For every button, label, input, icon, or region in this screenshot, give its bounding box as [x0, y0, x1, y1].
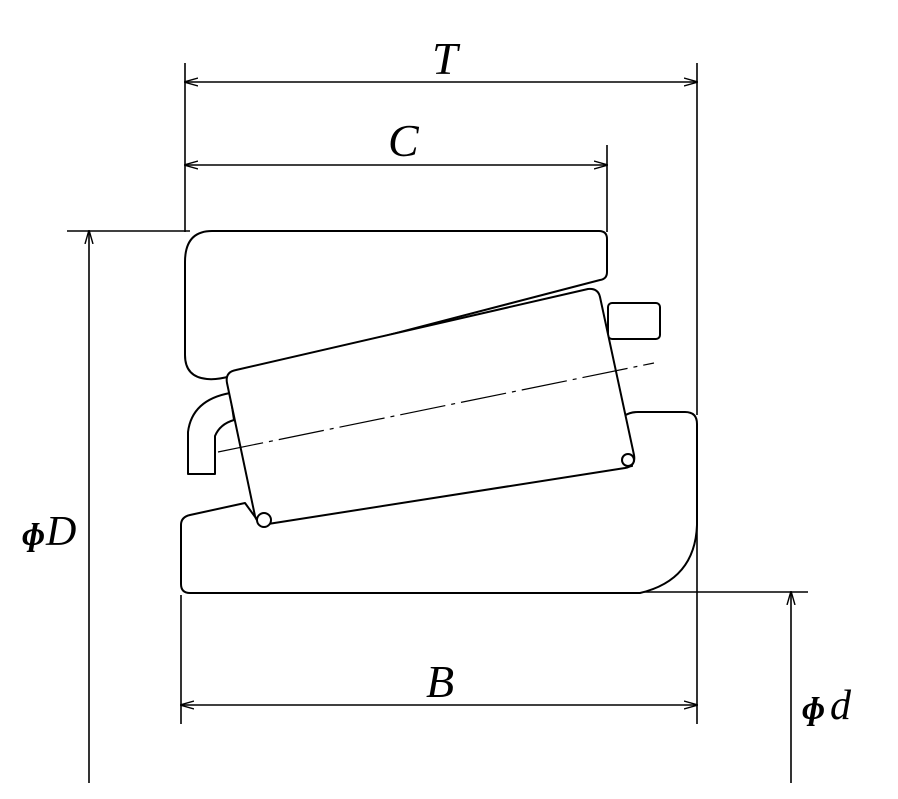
label-t: T [432, 33, 461, 84]
cage-hook [187, 392, 235, 475]
cup-outer-ring [184, 230, 608, 381]
roller-corner-bottom-right [621, 453, 635, 467]
roller-corner-bottom-left [256, 512, 272, 528]
phi-symbol-outer: ɸ [22, 516, 45, 553]
cage-tab [607, 302, 661, 340]
label-c: C [388, 115, 420, 166]
cone-inner-ring [180, 411, 698, 594]
label-outer-diameter: D [45, 509, 76, 555]
label-b: B [426, 656, 454, 707]
roller-centerline [217, 362, 655, 453]
tapered-roller [225, 287, 636, 526]
label-bore-diameter: d [830, 683, 852, 729]
phi-symbol-bore: ɸ [802, 690, 825, 727]
